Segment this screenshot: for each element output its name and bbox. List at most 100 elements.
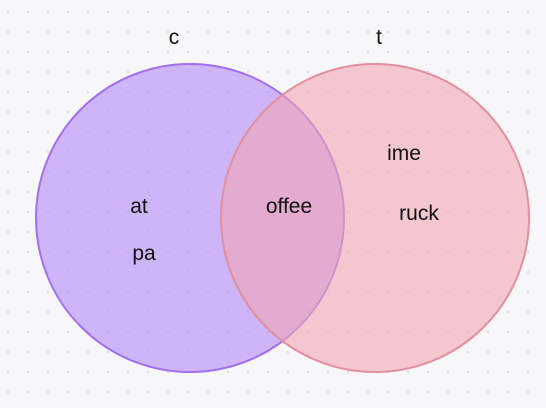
grid-dot xyxy=(66,110,70,114)
set-t-item: ruck xyxy=(399,202,439,225)
grid-dot xyxy=(26,170,30,174)
grid-dot xyxy=(386,390,390,394)
set-c-item: at xyxy=(130,195,148,218)
grid-dot xyxy=(46,110,50,114)
grid-dot xyxy=(46,10,50,14)
grid-dot xyxy=(446,30,450,34)
grid-dot xyxy=(426,30,430,34)
grid-dot xyxy=(206,390,210,394)
grid-dot xyxy=(466,390,470,394)
grid-dot xyxy=(426,50,430,54)
grid-dot xyxy=(246,370,250,374)
grid-dot xyxy=(266,390,270,394)
grid-dot xyxy=(326,50,330,54)
grid-dot xyxy=(26,30,30,34)
grid-dot xyxy=(486,70,490,74)
set-t-circle xyxy=(220,63,530,373)
grid-dot xyxy=(66,10,70,14)
grid-dot xyxy=(506,10,510,14)
grid-dot xyxy=(186,10,190,14)
grid-dot xyxy=(526,330,530,334)
grid-dot xyxy=(386,30,390,34)
grid-dot xyxy=(526,290,530,294)
grid-dot xyxy=(526,110,530,114)
grid-dot xyxy=(386,50,390,54)
grid-dot xyxy=(526,150,530,154)
grid-dot xyxy=(246,390,250,394)
grid-dot xyxy=(446,390,450,394)
grid-dot xyxy=(66,350,70,354)
grid-dot xyxy=(126,50,130,54)
grid-dot xyxy=(406,10,410,14)
grid-dot xyxy=(526,50,530,54)
grid-dot xyxy=(526,370,530,374)
grid-dot xyxy=(6,110,10,114)
grid-dot xyxy=(346,50,350,54)
grid-dot xyxy=(326,10,330,14)
grid-dot xyxy=(106,50,110,54)
grid-dot xyxy=(506,50,510,54)
grid-dot xyxy=(306,50,310,54)
grid-dot xyxy=(486,10,490,14)
set-t-item: ime xyxy=(387,142,421,165)
grid-dot xyxy=(26,350,30,354)
grid-dot xyxy=(506,110,510,114)
grid-dot xyxy=(466,70,470,74)
grid-dot xyxy=(246,70,250,74)
grid-dot xyxy=(26,150,30,154)
grid-dot xyxy=(46,50,50,54)
grid-dot xyxy=(466,30,470,34)
grid-dot xyxy=(466,350,470,354)
grid-dot xyxy=(226,370,230,374)
grid-dot xyxy=(126,70,130,74)
grid-dot xyxy=(6,230,10,234)
grid-dot xyxy=(6,150,10,154)
grid-dot xyxy=(26,190,30,194)
grid-dot xyxy=(66,90,70,94)
grid-dot xyxy=(46,130,50,134)
grid-dot xyxy=(46,150,50,154)
grid-dot xyxy=(526,30,530,34)
grid-dot xyxy=(46,390,50,394)
grid-dot xyxy=(386,10,390,14)
grid-dot xyxy=(346,370,350,374)
grid-dot xyxy=(346,390,350,394)
grid-dot xyxy=(166,390,170,394)
grid-dot xyxy=(146,10,150,14)
grid-dot xyxy=(246,50,250,54)
grid-dot xyxy=(506,390,510,394)
grid-dot xyxy=(266,10,270,14)
grid-dot xyxy=(46,70,50,74)
grid-dot xyxy=(266,370,270,374)
grid-dot xyxy=(146,390,150,394)
grid-dot xyxy=(126,30,130,34)
grid-dot xyxy=(86,90,90,94)
grid-dot xyxy=(526,390,530,394)
grid-dot xyxy=(286,350,290,354)
grid-dot xyxy=(26,70,30,74)
grid-dot xyxy=(86,350,90,354)
grid-dot xyxy=(126,390,130,394)
grid-dot xyxy=(66,70,70,74)
grid-dot xyxy=(526,270,530,274)
grid-dot xyxy=(6,210,10,214)
grid-dot xyxy=(26,290,30,294)
grid-dot xyxy=(26,370,30,374)
grid-dot xyxy=(46,30,50,34)
intersection-item: offee xyxy=(266,195,312,218)
grid-dot xyxy=(226,10,230,14)
grid-dot xyxy=(126,370,130,374)
grid-dot xyxy=(506,310,510,314)
grid-dot xyxy=(6,170,10,174)
grid-dot xyxy=(106,70,110,74)
grid-dot xyxy=(186,50,190,54)
grid-dot xyxy=(506,370,510,374)
grid-dot xyxy=(526,170,530,174)
grid-dot xyxy=(266,70,270,74)
grid-dot xyxy=(206,30,210,34)
grid-dot xyxy=(6,90,10,94)
grid-dot xyxy=(246,30,250,34)
grid-dot xyxy=(486,350,490,354)
grid-dot xyxy=(466,370,470,374)
grid-dot xyxy=(46,350,50,354)
